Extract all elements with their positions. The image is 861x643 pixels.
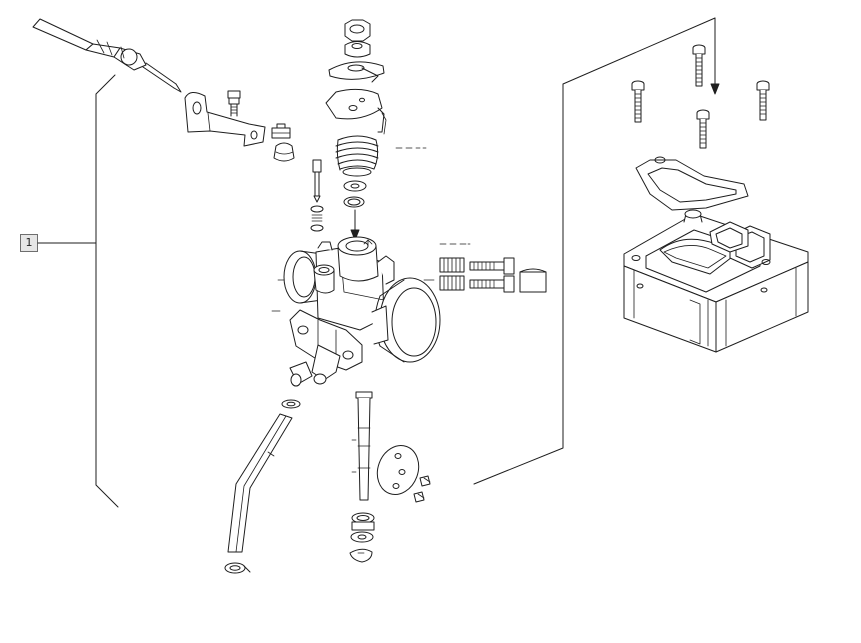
throttle-shaft: [349, 391, 375, 563]
mixture-screw: [310, 159, 324, 232]
carburetor-body: [271, 236, 441, 387]
fuel-hose: [224, 399, 301, 574]
top-stack-parts: [325, 19, 427, 241]
jets-and-springs: [439, 243, 547, 293]
float-chamber-cover: [623, 209, 809, 353]
throttle-cable: [32, 18, 182, 93]
cable-bracket: [184, 90, 266, 147]
cover-screws: [631, 17, 770, 149]
adjuster-screw-and-cap: [271, 123, 295, 162]
callout-bracket-lines: [37, 17, 716, 508]
cover-gasket: [635, 156, 749, 211]
throttle-disc: [376, 445, 431, 503]
